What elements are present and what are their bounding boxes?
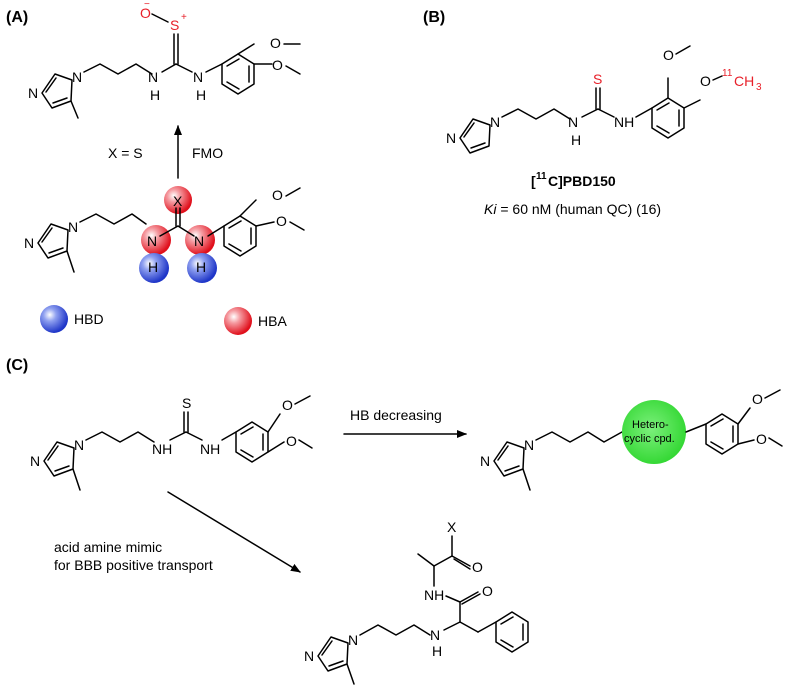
legend-hbd-sphere — [40, 305, 68, 333]
hb-decreasing-label: HB decreasing — [350, 407, 442, 423]
panel-a-top-molecule: N N N H S + O − N H O O — [28, 0, 301, 119]
hba-sphere-n2 — [185, 225, 215, 255]
hba-sphere-x — [164, 186, 192, 214]
compound-name: [11C]PBD150 — [531, 171, 616, 189]
panel-label-c: (C) — [6, 357, 28, 374]
svg-text:N: N — [446, 130, 456, 146]
thio-atom-s: S — [593, 71, 602, 87]
legend-hba-sphere — [224, 307, 252, 335]
svg-text:O: O — [282, 397, 293, 413]
panel-c-product-heterocycle: N N Hetero-cyclic cpd. O O — [480, 389, 783, 491]
svg-text:H: H — [148, 259, 158, 275]
svg-text:N: N — [304, 648, 314, 664]
ki-value: Ki = 60 nM (human QC) (16) — [484, 201, 661, 217]
svg-text:O: O — [472, 559, 483, 575]
legend-hbd-label: HBD — [74, 311, 104, 327]
s-plus-atom: S — [170, 17, 179, 33]
svg-text:X: X — [173, 193, 183, 209]
svg-text:S: S — [182, 395, 191, 411]
hbd-sphere-h2 — [187, 253, 217, 283]
condition-x-equals-s: X = S — [108, 145, 143, 161]
svg-text:O: O — [700, 73, 711, 89]
svg-text:N: N — [568, 114, 578, 130]
svg-text:N: N — [24, 235, 34, 251]
svg-text:N: N — [193, 69, 203, 85]
svg-text:N: N — [68, 219, 78, 235]
panel-a-bottom-molecule: N N N H X N H O O — [24, 186, 305, 283]
svg-text:N: N — [72, 69, 82, 85]
condition-fmo: FMO — [192, 145, 223, 161]
heterocycle-sphere — [622, 400, 686, 464]
svg-text:N: N — [28, 85, 38, 101]
panel-label-b: (B) — [423, 9, 445, 26]
svg-text:X: X — [447, 519, 457, 535]
svg-text:NH: NH — [152, 441, 172, 457]
svg-text:N: N — [480, 453, 490, 469]
svg-text:H: H — [196, 259, 206, 275]
panel-c-product-peptide: N N N H O NH X O — [304, 519, 529, 685]
svg-text:N: N — [30, 453, 40, 469]
hbd-sphere-h1 — [139, 253, 169, 283]
svg-text:H: H — [432, 643, 442, 659]
svg-text:N: N — [490, 114, 500, 130]
svg-text:N: N — [430, 627, 440, 643]
bbb-transport-arrow — [167, 491, 301, 573]
panel-label-a: (A) — [6, 9, 28, 26]
svg-text:N: N — [524, 437, 534, 453]
svg-text:N: N — [74, 437, 84, 453]
svg-text:O: O — [482, 583, 493, 599]
svg-text:+: + — [181, 12, 187, 23]
svg-text:O: O — [752, 391, 763, 407]
legend-hba-label: HBA — [258, 313, 287, 329]
panel-c-start-molecule: N N NH S NH O O — [30, 395, 313, 491]
svg-text:O: O — [663, 47, 674, 63]
bbb-label-line2: for BBB positive transport — [54, 557, 213, 573]
svg-text:O: O — [270, 35, 281, 51]
svg-text:N: N — [194, 233, 204, 249]
svg-text:NH: NH — [614, 114, 634, 130]
svg-text:NH: NH — [424, 587, 444, 603]
svg-text:N: N — [147, 233, 157, 249]
svg-text:O: O — [272, 187, 283, 203]
heterocycle-label: Hetero-cyclic cpd. — [624, 419, 675, 445]
svg-text:−: − — [144, 0, 150, 10]
o-minus-atom: O — [140, 5, 151, 21]
svg-text:O: O — [276, 213, 287, 229]
bbb-label-line1: acid amine mimic — [54, 539, 162, 555]
hba-sphere-n1 — [141, 225, 171, 255]
svg-text:O: O — [286, 433, 297, 449]
svg-text:H: H — [150, 87, 160, 103]
svg-text:N: N — [148, 69, 158, 85]
svg-text:O: O — [756, 431, 767, 447]
svg-text:NH: NH — [200, 441, 220, 457]
svg-text:H: H — [571, 132, 581, 148]
svg-text:N: N — [348, 632, 358, 648]
svg-text:H: H — [196, 87, 206, 103]
svg-text:O: O — [272, 57, 283, 73]
